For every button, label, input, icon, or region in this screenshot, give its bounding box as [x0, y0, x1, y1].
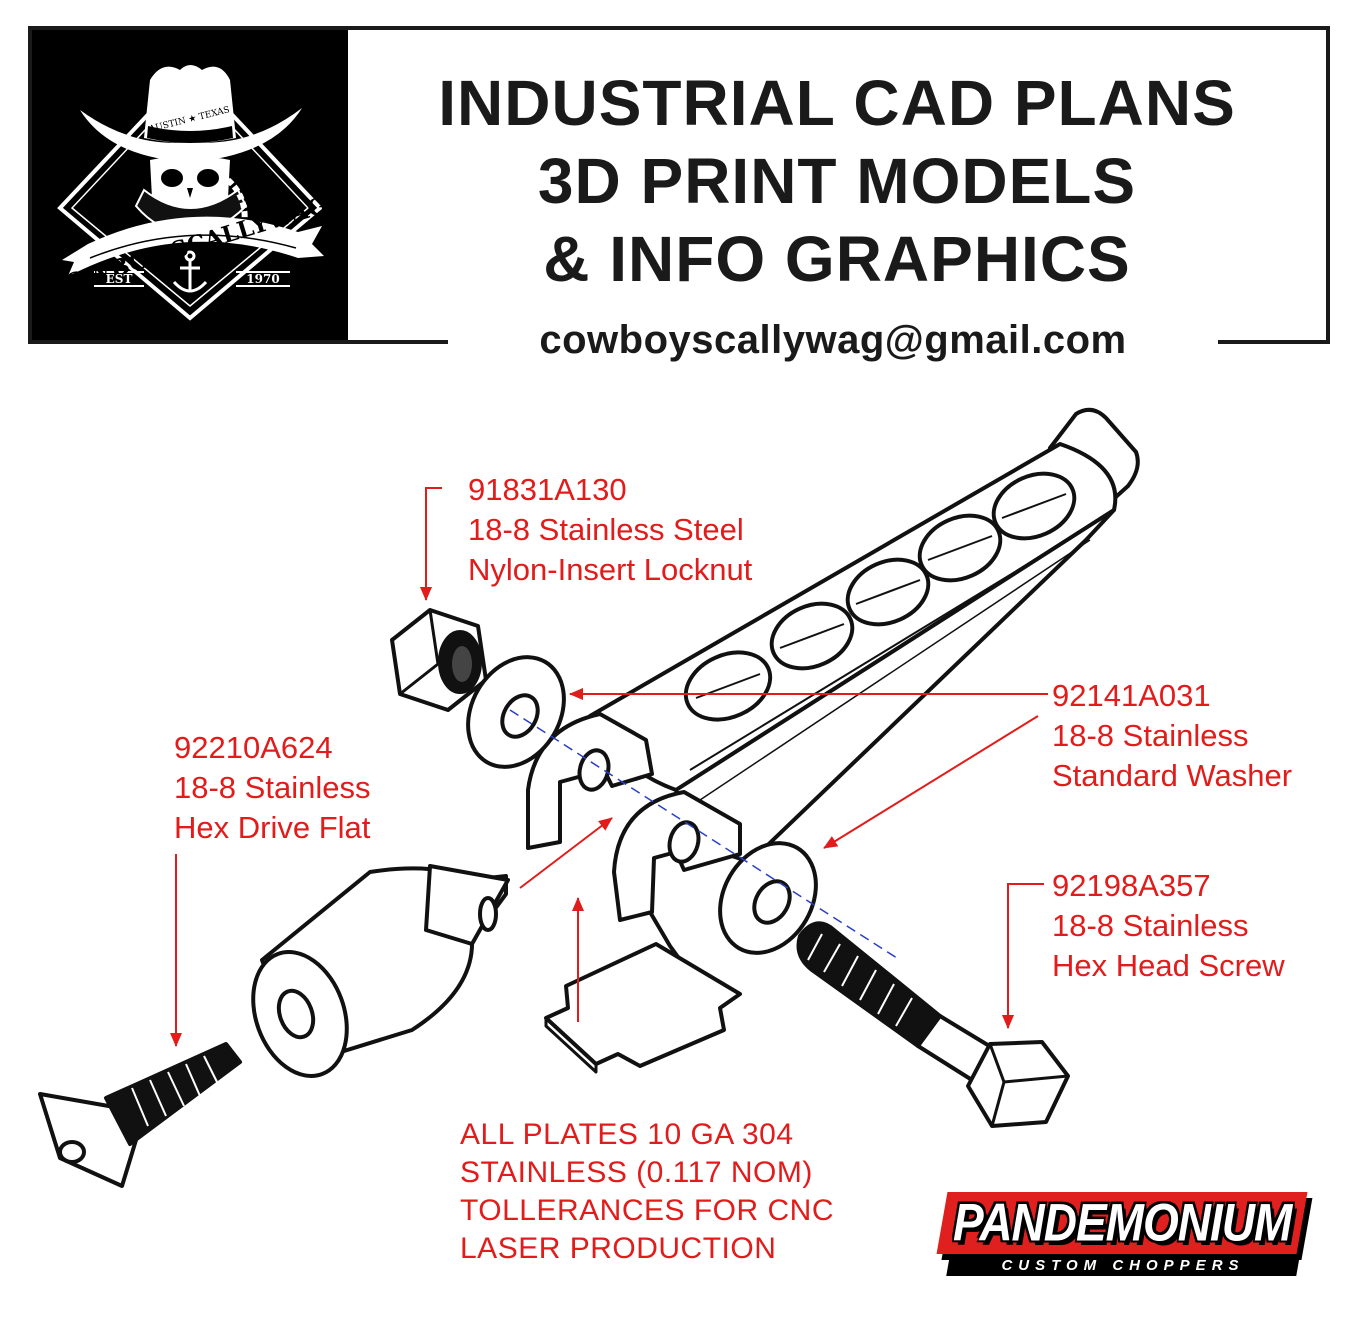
headline-line-2: 3D PRINT MODELS [537, 145, 1137, 217]
hex-head-screw [796, 921, 1070, 1128]
hex-screw-part-number: 92198A357 [1052, 868, 1211, 903]
flat-head-screw [38, 1042, 242, 1188]
headline: INDUSTRIAL CAD PLANS 3D PRINT MODELS & I… [348, 64, 1326, 298]
flat-screw-part-number: 92210A624 [174, 730, 333, 765]
note-line-1: ALL PLATES 10 GA 304 [460, 1118, 794, 1151]
cowboy-scallywag-logo: COWBOY SCALLYWAG AUSTIN ★ TEXAS EST 1970 [32, 30, 348, 340]
brand-name: PANDEMONIUM [953, 1192, 1292, 1252]
callout-hex-screw: 92198A357 18-8 Stainless Hex Head Screw [1052, 866, 1285, 986]
leader-hex-screw [1002, 883, 1044, 1029]
washer-part-number: 92141A031 [1052, 678, 1211, 713]
plate-material-note: ALL PLATES 10 GA 304 STAINLESS (0.117 NO… [460, 1116, 834, 1268]
locknut-description: Nylon-Insert Locknut [468, 552, 753, 587]
locknut-part-number: 91831A130 [468, 472, 627, 507]
leader-locknut [420, 487, 442, 601]
brand-name-plate: PANDEMONIUM [936, 1192, 1308, 1254]
contact-email[interactable]: cowboyscallywag@gmail.com [539, 318, 1127, 362]
callout-locknut: 91831A130 18-8 Stainless Steel Nylon-Ins… [468, 470, 752, 590]
washer-lower [718, 841, 818, 955]
brand-tagline-plate: CUSTOM CHOPPERS [946, 1256, 1300, 1276]
email-box: cowboyscallywag@gmail.com [448, 312, 1218, 368]
lightening-holes [683, 471, 1077, 722]
logo-est-label: EST [106, 272, 133, 286]
washer-upper [466, 655, 566, 769]
pandemonium-logo: PANDEMONIUM CUSTOM CHOPPERS [936, 1188, 1320, 1280]
callout-washer: 92141A031 18-8 Stainless Standard Washer [1052, 676, 1292, 796]
hex-screw-material: 18-8 Stainless [1052, 908, 1249, 943]
leader-washer-lower [823, 715, 1039, 849]
leader-plate-tab [519, 817, 613, 889]
brand-tagline: CUSTOM CHOPPERS [1001, 1257, 1245, 1274]
note-line-2: STAINLESS (0.117 NOM) [460, 1156, 813, 1189]
note-line-4: LASER PRODUCTION [460, 1232, 777, 1265]
headline-line-1: INDUSTRIAL CAD PLANS [438, 67, 1236, 139]
logo-est-year: 1970 [246, 272, 279, 286]
callout-flat-screw: 92210A624 18-8 Stainless Hex Drive Flat [174, 728, 370, 848]
mounting-plate [544, 942, 742, 1074]
nylon-locknut [390, 608, 488, 712]
washer-material: 18-8 Stainless [1052, 718, 1249, 753]
flat-screw-description: Hex Drive Flat [174, 810, 371, 845]
flat-screw-material: 18-8 Stainless [174, 770, 371, 805]
assembly-axis [509, 709, 901, 961]
locknut-material: 18-8 Stainless Steel [468, 512, 744, 547]
washer-description: Standard Washer [1052, 758, 1293, 793]
clevis-plate-left [526, 712, 654, 850]
headline-line-3: & INFO GRAPHICS [543, 223, 1131, 295]
note-line-3: TOLLERANCES FOR CNC [460, 1194, 835, 1227]
hex-screw-description: Hex Head Screw [1052, 948, 1285, 983]
callout-leaders [170, 487, 1048, 1047]
header-banner: COWBOY SCALLYWAG AUSTIN ★ TEXAS EST 1970… [28, 26, 1330, 344]
cone-spacer [251, 864, 510, 1078]
